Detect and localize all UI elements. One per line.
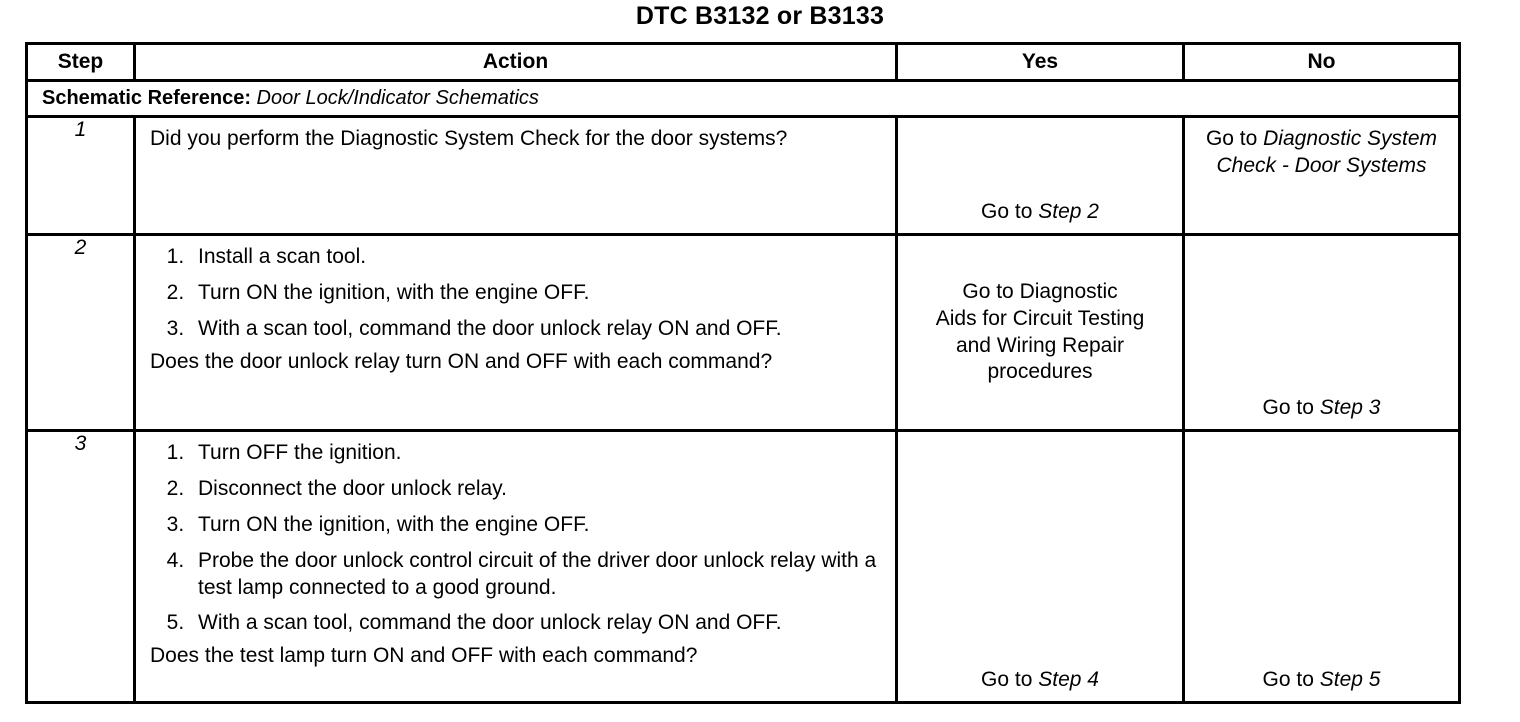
action-step-list: Turn OFF the ignition. Disconnect the do… bbox=[150, 440, 885, 637]
yes-prefix: Go to bbox=[981, 668, 1039, 692]
yes-line: and Wiring Repair bbox=[955, 333, 1125, 357]
yes-line: Go to Diagnostic bbox=[962, 279, 1118, 303]
schematic-reference-row: Schematic Reference: Door Lock/Indicator… bbox=[25, 79, 1461, 118]
yes-cell: Go to Diagnostic Aids for Circuit Testin… bbox=[895, 233, 1185, 432]
yes-target: Step 2 bbox=[1038, 200, 1099, 224]
action-cell: Turn OFF the ignition. Disconnect the do… bbox=[133, 429, 898, 704]
column-header-no: No bbox=[1182, 42, 1461, 82]
action-question: Does the test lamp turn ON and OFF with … bbox=[150, 644, 698, 668]
no-cell: Go to Step 3 bbox=[1182, 233, 1461, 432]
step-number: 3 bbox=[25, 429, 136, 704]
diagnostic-table: Step Action Yes No Schematic Reference: … bbox=[25, 42, 1461, 704]
action-step-item: Probe the door unlock control circuit of… bbox=[190, 548, 885, 602]
action-question: Does the door unlock relay turn ON and O… bbox=[150, 349, 773, 373]
yes-line: procedures bbox=[987, 360, 1093, 384]
no-prefix: Go to bbox=[1262, 668, 1320, 692]
action-step-item: With a scan tool, command the door unloc… bbox=[190, 316, 885, 343]
no-cell: Go to Step 5 bbox=[1182, 429, 1461, 704]
action-step-item: Turn ON the ignition, with the engine OF… bbox=[190, 512, 885, 539]
page-title: DTC B3132 or B3133 bbox=[635, 2, 885, 30]
no-target: Step 3 bbox=[1319, 396, 1381, 420]
yes-prefix: Go to bbox=[981, 200, 1039, 224]
action-step-item: Turn OFF the ignition. bbox=[190, 440, 885, 467]
schematic-reference-cell: Schematic Reference: Door Lock/Indicator… bbox=[25, 79, 1461, 118]
yes-target: Step 4 bbox=[1038, 668, 1099, 692]
yes-line: Aids for Circuit Testing bbox=[935, 306, 1145, 330]
schematic-reference-value: Door Lock/Indicator Schematics bbox=[256, 87, 539, 109]
no-target: Step 5 bbox=[1319, 668, 1381, 692]
column-header-yes: Yes bbox=[895, 42, 1185, 82]
step-number: 2 bbox=[25, 233, 136, 432]
no-target: Diagnostic System Check - Door Systems bbox=[1216, 127, 1438, 177]
action-step-item: Turn ON the ignition, with the engine OF… bbox=[190, 280, 885, 307]
action-step-item: Install a scan tool. bbox=[190, 244, 885, 271]
table-row: 2 Install a scan tool. Turn ON the ignit… bbox=[25, 233, 1461, 432]
table-header-row: Step Action Yes No bbox=[25, 42, 1461, 82]
yes-cell: Go to Step 2 bbox=[895, 115, 1185, 236]
action-step-item: With a scan tool, command the door unloc… bbox=[190, 610, 885, 637]
action-cell: Install a scan tool. Turn ON the ignitio… bbox=[133, 233, 898, 432]
step-number: 1 bbox=[25, 115, 136, 236]
no-cell: Go to Diagnostic System Check - Door Sys… bbox=[1182, 115, 1461, 236]
column-header-action: Action bbox=[133, 42, 898, 82]
action-step-list: Install a scan tool. Turn ON the ignitio… bbox=[150, 244, 885, 343]
yes-cell: Go to Step 4 bbox=[895, 429, 1185, 704]
column-header-step: Step bbox=[25, 42, 136, 82]
action-step-item: Disconnect the door unlock relay. bbox=[190, 476, 885, 503]
no-prefix: Go to bbox=[1262, 396, 1320, 420]
no-prefix: Go to bbox=[1205, 127, 1264, 150]
schematic-reference-label: Schematic Reference: bbox=[42, 87, 251, 109]
table-row: 3 Turn OFF the ignition. Disconnect the … bbox=[25, 429, 1461, 704]
action-cell: Did you perform the Diagnostic System Ch… bbox=[133, 115, 898, 236]
table-row: 1 Did you perform the Diagnostic System … bbox=[25, 115, 1461, 236]
action-question: Did you perform the Diagnostic System Ch… bbox=[150, 127, 788, 150]
